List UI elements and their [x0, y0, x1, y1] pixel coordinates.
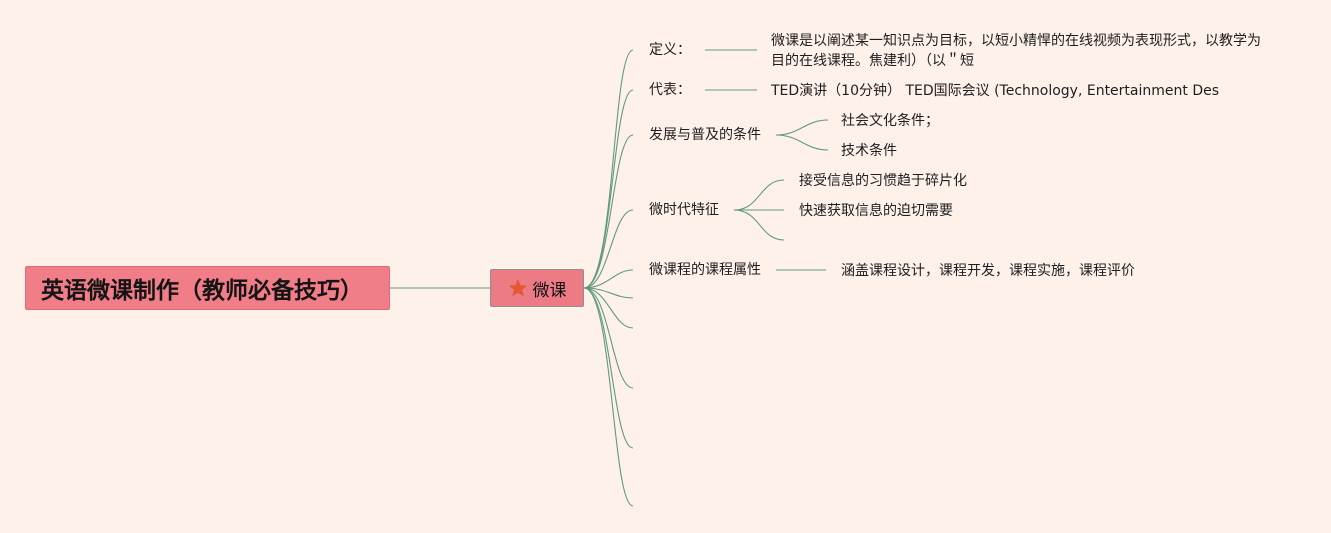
hub-node[interactable]: 微课: [490, 269, 584, 307]
root-node[interactable]: 英语微课制作（教师必备技巧）: [25, 266, 390, 310]
leaf-representative[interactable]: TED演讲（10分钟） TED国际会议 (Technology, Enterta…: [771, 83, 1220, 99]
connector-attributes: [583, 269, 634, 289]
branch-definition[interactable]: 定义：: [649, 42, 691, 58]
connector-era-leaf-3: [733, 209, 785, 241]
connector-empty-5: [583, 287, 634, 507]
star-icon: [508, 278, 528, 298]
connector-empty-3: [583, 287, 634, 389]
connector-conditions-leaf-1: [775, 119, 829, 136]
branch-representative[interactable]: 代表：: [649, 82, 691, 98]
hub-node-label: 微课: [532, 280, 567, 301]
leaf-technology[interactable]: 技术条件: [841, 143, 897, 159]
leaf-definition-line-1[interactable]: 微课是以阐述某一知识点为目标，以短小精悍的在线视频为表现形式，以教学为: [771, 33, 1261, 49]
connector-representative: [583, 89, 634, 289]
connector-era-leaf-1: [733, 179, 785, 211]
connector-conditions: [583, 134, 634, 289]
connector-empty-2: [583, 287, 634, 329]
connector-micro-era: [583, 209, 634, 289]
branch-course-attributes[interactable]: 微课程的课程属性: [649, 262, 761, 278]
connector-empty-4: [583, 287, 634, 449]
leaf-social-culture[interactable]: 社会文化条件；: [841, 113, 939, 129]
connector-conditions-leaf-2: [775, 134, 829, 151]
root-node-label: 英语微课制作（教师必备技巧）: [41, 278, 363, 304]
branch-micro-era[interactable]: 微时代特征: [649, 202, 719, 218]
branch-conditions[interactable]: 发展与普及的条件: [649, 127, 761, 143]
leaf-quick-info[interactable]: 快速获取信息的迫切需要: [799, 203, 953, 219]
leaf-fragmented-habits[interactable]: 接受信息的习惯趋于碎片化: [799, 173, 967, 189]
leaf-definition-line-2[interactable]: 目的在线课程。焦建利）（以＂短: [771, 53, 974, 69]
leaf-course-attributes[interactable]: 涵盖课程设计，课程开发，课程实施，课程评价: [841, 263, 1135, 279]
